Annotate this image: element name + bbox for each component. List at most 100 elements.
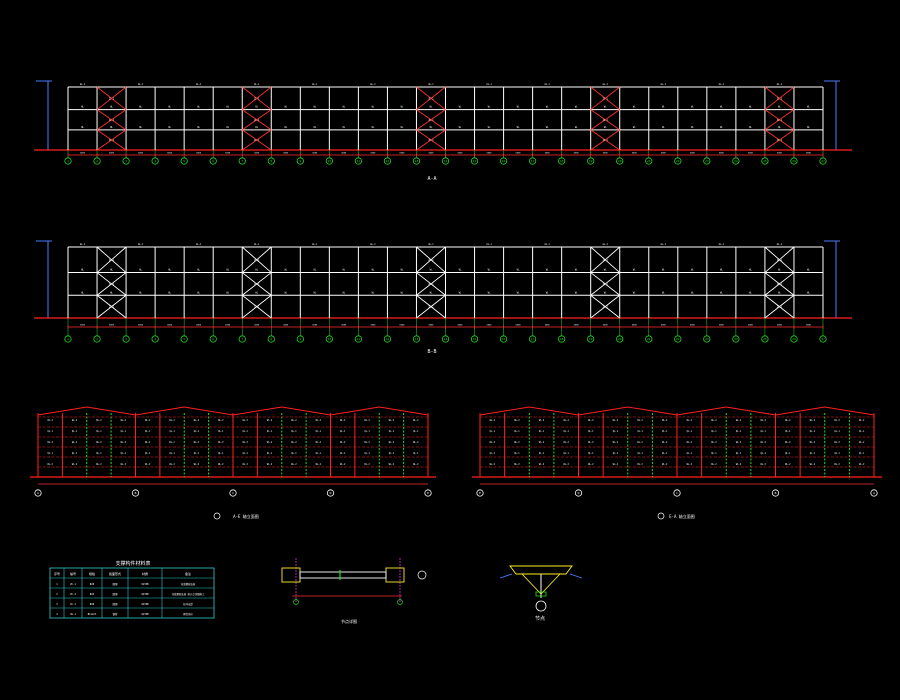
member-tag: WL bbox=[81, 126, 84, 129]
axis-bubble-label: 27 bbox=[821, 337, 825, 341]
member-tag: WL-2 bbox=[316, 441, 322, 444]
dimension-value: 6000 bbox=[429, 153, 435, 155]
table-header-cell: 截面形式 bbox=[109, 571, 121, 576]
member-tag: WL-2 bbox=[736, 463, 742, 466]
cross-brace bbox=[416, 246, 446, 273]
member-tag: WL-2 bbox=[761, 441, 767, 444]
cross-brace bbox=[590, 294, 621, 319]
cross-brace bbox=[416, 109, 446, 131]
dimension-value: 6000 bbox=[516, 153, 522, 155]
brace-tag: ZC-1 bbox=[109, 119, 115, 122]
member-tag: WL-2 bbox=[145, 441, 151, 444]
member-tag: WL bbox=[197, 106, 200, 109]
member-tag: WL-2 bbox=[316, 419, 322, 422]
member-tag: QL-1 bbox=[145, 452, 151, 455]
table-header-cell: 序号 bbox=[54, 571, 60, 576]
member-tag: WL-2 bbox=[96, 441, 102, 444]
member-tag: WL-2 bbox=[564, 419, 570, 422]
axis-bubble-label: 27 bbox=[821, 159, 825, 163]
member-tag: WL bbox=[778, 126, 781, 129]
member-tag: WL-2 bbox=[72, 463, 78, 466]
member-tag: GL-1 bbox=[138, 83, 144, 86]
member-tag: WL-2 bbox=[267, 419, 273, 422]
axis-bubble-label: 8 bbox=[270, 159, 272, 163]
axis-bubble-label: 10 bbox=[328, 337, 332, 341]
member-tag: WL-2 bbox=[48, 463, 54, 466]
dimension-value: 6000 bbox=[225, 325, 231, 327]
cross-brace bbox=[96, 129, 127, 151]
member-tag: WL-2 bbox=[364, 441, 370, 444]
member-tag: WL-2 bbox=[785, 441, 791, 444]
axis-bubble-label: D bbox=[330, 491, 332, 495]
brace-tag: ZC-1 bbox=[428, 119, 434, 122]
member-tag: QL-1 bbox=[121, 452, 127, 455]
axis-bubble-label: 18 bbox=[560, 159, 564, 163]
member-tag: WL-2 bbox=[218, 463, 224, 466]
table-cell: ZC-2 bbox=[70, 593, 76, 596]
brace-detail-caption: 节点详图 bbox=[341, 618, 357, 624]
member-tag: WL bbox=[691, 126, 694, 129]
cross-brace bbox=[416, 129, 446, 151]
dimension-value: 6000 bbox=[516, 325, 522, 327]
member-tag: WL-2 bbox=[389, 419, 395, 422]
axis-bubble-label: 25 bbox=[763, 159, 767, 163]
member-tag: WL-2 bbox=[364, 419, 370, 422]
cross-brace bbox=[96, 109, 127, 131]
axis-bubble-label: 14 bbox=[444, 159, 448, 163]
member-tag: WL-2 bbox=[687, 441, 693, 444]
member-tag: QL-1 bbox=[613, 430, 619, 433]
member-tag: QL-1 bbox=[859, 452, 865, 455]
member-tag: WL bbox=[343, 269, 346, 272]
dimension-value: 6000 bbox=[632, 153, 638, 155]
axis-bubble-label: 16 bbox=[502, 337, 506, 341]
member-tag: QL-1 bbox=[169, 430, 175, 433]
axis-bubble bbox=[293, 599, 299, 605]
member-tag: WL-2 bbox=[687, 463, 693, 466]
member-tag: QL-1 bbox=[291, 452, 297, 455]
member-tag: WL bbox=[749, 291, 752, 294]
member-tag: WL-2 bbox=[588, 463, 594, 466]
member-tag: QL-1 bbox=[785, 430, 791, 433]
member-tag: WL-2 bbox=[169, 419, 175, 422]
member-tag: WL-2 bbox=[490, 441, 496, 444]
member-tag: WL bbox=[778, 291, 781, 294]
dimension-value: 6000 bbox=[603, 325, 609, 327]
member-tag: WL bbox=[430, 269, 433, 272]
member-tag: WL bbox=[459, 126, 462, 129]
member-tag: WL bbox=[517, 269, 520, 272]
brace-tag: ZC-1 bbox=[254, 259, 260, 262]
member-tag: WL bbox=[720, 126, 723, 129]
elevation-top-caption: A-A bbox=[427, 176, 436, 182]
member-tag: WL-2 bbox=[218, 441, 224, 444]
brace-tag: ZC-1 bbox=[603, 97, 609, 100]
dimension-value: 6000 bbox=[748, 153, 754, 155]
cross-brace bbox=[764, 294, 795, 319]
cross-brace bbox=[96, 272, 127, 296]
member-tag: WL bbox=[546, 106, 549, 109]
member-tag: WL bbox=[81, 106, 84, 109]
brace-detail bbox=[281, 558, 427, 605]
dimension-value: 6000 bbox=[545, 153, 551, 155]
dimension-value: 6000 bbox=[225, 153, 231, 155]
axis-bubble-label: A bbox=[873, 491, 875, 495]
axis-bubble-label: 24 bbox=[734, 337, 738, 341]
member-tag: WL bbox=[633, 126, 636, 129]
axis-bubble-label: 8 bbox=[270, 337, 272, 341]
member-tag: WL-2 bbox=[72, 441, 78, 444]
axis-bubble bbox=[229, 489, 237, 497]
elevation-mid-caption: B-B bbox=[427, 349, 436, 355]
axis-bubble bbox=[326, 489, 335, 497]
gable-elevation-right: WL-2QL-1WL-2QL-1WL-2WL-2QL-1WL-2QL-1WL-2… bbox=[472, 406, 882, 520]
member-tag: WL-2 bbox=[145, 419, 151, 422]
member-tag: GL-1 bbox=[603, 83, 609, 86]
table-cell: Q235B bbox=[141, 613, 149, 616]
member-tag: GL-1 bbox=[719, 243, 725, 246]
dimension-value: 6000 bbox=[748, 325, 754, 327]
material-table-title: 支撑构件材料表 bbox=[115, 560, 150, 567]
member-tag: WL-2 bbox=[340, 463, 346, 466]
member-tag: GL-1 bbox=[544, 243, 550, 246]
dimension-value: 6000 bbox=[429, 325, 435, 327]
member-tag: WL-2 bbox=[121, 419, 127, 422]
diagonal-left bbox=[521, 573, 542, 595]
member-tag: WL-2 bbox=[291, 463, 297, 466]
